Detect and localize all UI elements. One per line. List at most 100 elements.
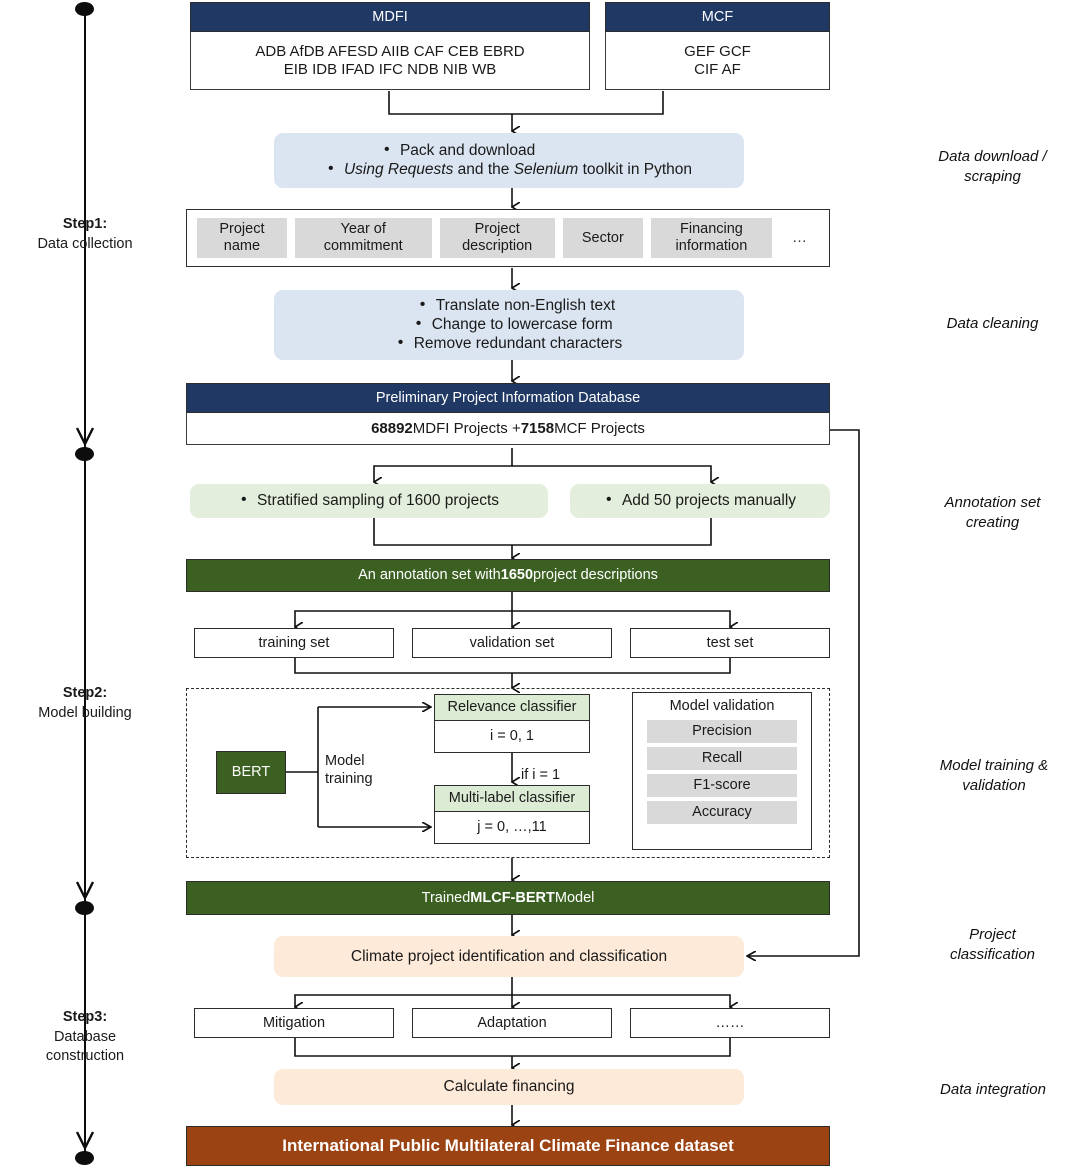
phase-0-line1: Data download /: [938, 148, 1047, 165]
stratified-sampling-card: Stratified sampling of 1600 projects: [190, 484, 548, 518]
step-label-3: Step3: Database construction: [10, 1008, 160, 1067]
mdfi-header: MDFI: [190, 2, 590, 32]
mcf-body: GEF GCF CIF AF: [605, 32, 830, 90]
mcf-project-count: 7158: [520, 419, 555, 437]
download-bullet-2-selenium: Selenium: [513, 161, 579, 178]
cleaning-bullet-2: Change to lowercase form: [414, 315, 623, 334]
annotation-set-count: 1650: [500, 567, 534, 584]
preliminary-database-card: Preliminary Project Information Database…: [186, 383, 830, 445]
field-chip-sector: Sector: [562, 218, 643, 258]
step-label-1: Step1: Data collection: [10, 215, 160, 254]
mdfi-project-label: MDFI Projects +: [412, 419, 521, 437]
phase-1-line1: Data cleaning: [946, 315, 1039, 332]
phase-label-data-download: Data download / scraping: [910, 147, 1075, 188]
field-3-line1: Sector: [581, 229, 624, 246]
field-0-line2: name: [223, 238, 261, 254]
mdfi-body: ADB AfDB AFESD AIIB CAF CEB EBRD EIB IDB…: [190, 32, 590, 90]
phase-label-annotation-set: Annotation set creating: [910, 493, 1075, 534]
phase-label-model-training: Model training & validation: [910, 756, 1078, 797]
relevance-condition-label: if i = 1: [521, 767, 561, 783]
trained-model-name: MLCF-BERT: [470, 889, 555, 906]
relevance-classifier-body: i = 0, 1: [434, 721, 590, 753]
field-5-line1: …: [792, 229, 807, 247]
mcf-header: MCF: [605, 2, 830, 32]
split-box-validation: validation set: [412, 628, 612, 658]
calculate-financing-card: Calculate financing: [274, 1069, 744, 1105]
field-2-line2: description: [462, 238, 533, 254]
step-label-2: Step2: Model building: [10, 684, 160, 723]
timeline-arrowheads: [75, 427, 95, 1151]
download-bullets: Pack and download Using Requests and the…: [326, 141, 692, 180]
phase-4-line1: Project: [969, 926, 1016, 943]
model-training-line-2: training: [325, 771, 373, 788]
phase-label-data-cleaning: Data cleaning: [910, 314, 1075, 334]
field-1-line1: Year of: [340, 221, 386, 238]
download-bullet-2-requests: Using Requests: [343, 161, 454, 178]
fields-container: Project name Year of commitment Project …: [186, 209, 830, 267]
field-chip-project-description: Project description: [439, 218, 555, 258]
step3-title: Step3:: [62, 1009, 108, 1025]
field-2-line1: Project: [474, 221, 520, 238]
stratified-sampling-bullets: Stratified sampling of 1600 projects: [239, 491, 499, 511]
timeline-dot-step2: [75, 901, 94, 915]
cleaning-step-card: Translate non-English text Change to low…: [274, 290, 744, 360]
trained-model-pre: Trained: [421, 889, 471, 906]
cleaning-bullet-3: Remove redundant characters: [396, 334, 623, 353]
step2-title: Step2:: [62, 685, 108, 701]
cleaning-bullet-1: Translate non-English text: [418, 296, 623, 315]
mdfi-project-count: 68892: [371, 419, 413, 437]
timeline-dot-step1: [75, 447, 94, 461]
phase-label-data-integration: Data integration: [908, 1080, 1078, 1100]
trained-model-card: Trained MLCF-BERT Model: [186, 881, 830, 915]
model-training-label: Model training: [325, 752, 395, 788]
mcf-project-label: MCF Projects: [554, 419, 645, 437]
download-step-card: Pack and download Using Requests and the…: [274, 133, 744, 188]
phase-2-line1: Annotation set: [944, 494, 1041, 511]
annotation-set-post: project descriptions: [533, 567, 658, 584]
phase-3-line2: validation: [962, 777, 1026, 795]
field-4-line2: information: [675, 238, 748, 254]
timeline-dot-start: [75, 2, 94, 16]
phase-0-line2: scraping: [964, 168, 1021, 186]
model-training-block: [186, 688, 830, 858]
timeline-dot-end: [75, 1151, 94, 1165]
step1-title: Step1:: [62, 216, 108, 232]
download-bullet-2: Using Requests and the Selenium toolkit …: [326, 160, 693, 179]
field-chip-project-name: Project name: [197, 218, 287, 258]
multilabel-classifier-header: Multi-label classifier: [434, 785, 590, 812]
manual-add-card: Add 50 projects manually: [570, 484, 830, 518]
manual-add-text: Add 50 projects manually: [604, 491, 796, 510]
field-4-line1: Financing: [679, 221, 743, 238]
metric-recall: Recall: [647, 747, 797, 770]
bert-node: BERT: [216, 751, 286, 794]
category-box-adaptation: Adaptation: [412, 1008, 612, 1038]
split-box-training: training set: [194, 628, 394, 658]
stratified-sampling-text: Stratified sampling of 1600 projects: [239, 491, 499, 510]
field-0-line1: Project: [219, 221, 265, 238]
mcf-line-2: CIF AF: [694, 60, 741, 78]
metric-f1-score: F1-score: [647, 774, 797, 797]
step2-subtitle: Model building: [38, 704, 132, 721]
phase-2-line2: creating: [965, 514, 1020, 532]
field-1-line2: commitment: [323, 238, 403, 254]
step3-subtitle: Database: [53, 1028, 117, 1045]
download-bullet-2-post: toolkit in Python: [578, 161, 693, 178]
mdfi-line-2: EIB IDB IFAD IFC NDB NIB WB: [283, 60, 497, 78]
category-box-more: ……: [630, 1008, 830, 1038]
split-box-test: test set: [630, 628, 830, 658]
annotation-set-card: An annotation set with 1650 project desc…: [186, 559, 830, 592]
preliminary-database-header: Preliminary Project Information Database: [186, 383, 830, 413]
relevance-classifier-card: Relevance classifier i = 0, 1: [434, 694, 590, 753]
relevance-classifier-header: Relevance classifier: [434, 694, 590, 721]
download-bullet-2-mid: and the: [453, 161, 514, 178]
step3-subtitle-2: construction: [45, 1048, 125, 1065]
classification-step-card: Climate project identification and class…: [274, 936, 744, 977]
metric-accuracy: Accuracy: [647, 801, 797, 824]
manual-add-bullets: Add 50 projects manually: [604, 491, 796, 511]
phase-3-line1: Model training &: [939, 757, 1049, 774]
metric-precision: Precision: [647, 720, 797, 743]
download-bullet-1: Pack and download: [382, 141, 692, 160]
model-validation-panel: Model validation Precision Recall F1-sco…: [632, 692, 812, 850]
category-box-mitigation: Mitigation: [194, 1008, 394, 1038]
